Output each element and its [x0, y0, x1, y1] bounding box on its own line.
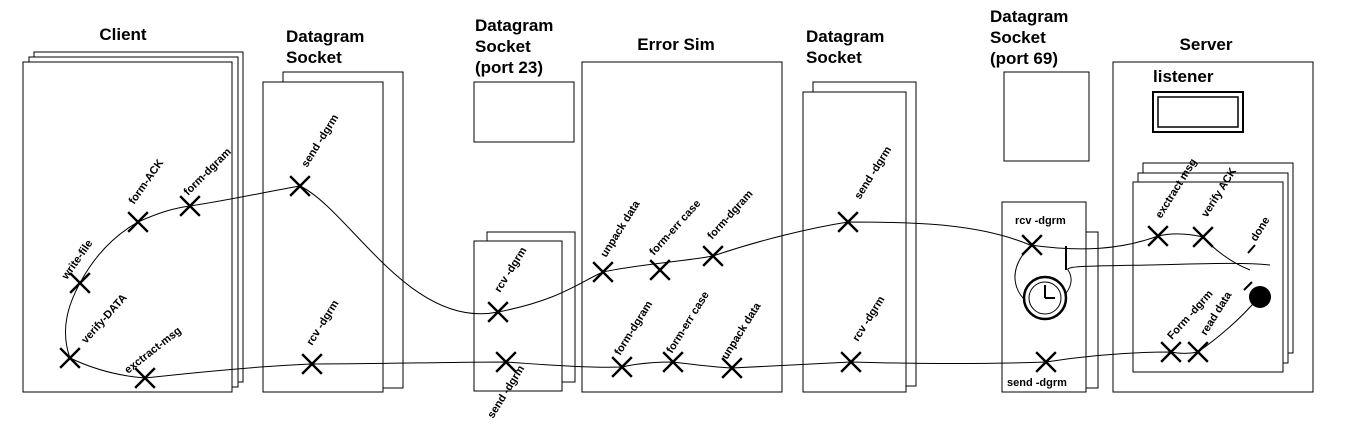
- x-mark-rcv-dgrm-client-socket: [301, 353, 323, 375]
- x-mark-send-dgrm-client-socket: [289, 175, 311, 197]
- client-box: [22, 51, 244, 393]
- listener-heading: listener: [1153, 67, 1214, 86]
- datagram-socket-port69-heading-line1: Datagram: [990, 7, 1068, 26]
- datagram-socket-port69-box: [1003, 71, 1090, 162]
- server-thread-box: [1132, 162, 1294, 373]
- listener-box: [1152, 91, 1244, 133]
- datagram-socket-client-heading-line2: Socket: [286, 48, 342, 67]
- datagram-socket-mid-heading-line1: Datagram: [806, 27, 884, 46]
- datagram-socket-mid-box: [802, 81, 917, 393]
- x-mark-rcv-dgrm-port69: [1021, 234, 1043, 256]
- x-mark-extract-msg-client: [134, 367, 156, 389]
- x-mark-form-ack: [127, 211, 149, 233]
- done-marker: [1247, 244, 1256, 254]
- x-mark-read-data: [1187, 341, 1209, 363]
- datagram-socket-mid-heading-line2: Socket: [806, 48, 862, 67]
- x-mark-form-dgram-top: [702, 245, 724, 267]
- x-mark-send-dgrm-mid: [837, 211, 859, 233]
- client-heading: Client: [99, 25, 147, 44]
- datagram-socket-port69-heading-line3: (port 69): [990, 49, 1058, 68]
- datagram-socket-port23-heading-line2: Socket: [475, 37, 531, 56]
- step-markers: [59, 175, 1214, 389]
- clock-icon: [1022, 275, 1068, 321]
- datagram-socket-port23-heading-line3: (port 23): [475, 58, 543, 77]
- error-sim-box: [581, 61, 783, 393]
- x-mark-form-dgram-client: [179, 195, 201, 217]
- x-mark-form-err-case-top: [649, 259, 671, 281]
- x-mark-send-dgrm-port23: [495, 351, 517, 373]
- response-flow-path: [69, 297, 1259, 379]
- filled-circle-icon: [1249, 286, 1271, 308]
- x-mark-form-err-case-bottom: [662, 351, 684, 373]
- rcv-dgrm-port69-label: rcv -dgrm: [1015, 215, 1066, 227]
- datagram-socket-client-box: [262, 71, 404, 393]
- read-data-marker: [1243, 281, 1253, 291]
- x-mark-verify-ack: [1192, 226, 1214, 248]
- x-mark-unpack-data-top: [592, 261, 614, 283]
- datagram-socket-port23-box: [473, 81, 575, 143]
- x-mark-verify-data: [59, 347, 81, 369]
- x-mark-send-dgrm-port69: [1035, 351, 1057, 373]
- x-mark-rcv-dgrm-mid: [840, 351, 862, 373]
- x-mark-form-dgram-bottom: [611, 356, 633, 378]
- datagram-socket-port69-heading-line2: Socket: [990, 28, 1046, 47]
- error-sim-heading: Error Sim: [637, 35, 714, 54]
- timer-loop-path: [1014, 244, 1271, 308]
- send-dgrm-port69-label: send -dgrm: [1007, 377, 1067, 389]
- x-mark-write-file: [69, 272, 91, 294]
- server-heading: Server: [1180, 35, 1233, 54]
- x-mark-form-dgrm-server: [1160, 341, 1182, 363]
- datagram-socket-client-heading-line1: Datagram: [286, 27, 364, 46]
- x-mark-rcv-dgrm-port23: [487, 301, 509, 323]
- datagram-socket-port23-heading-line1: Datagram: [475, 16, 553, 35]
- x-mark-unpack-data-bottom: [721, 357, 743, 379]
- x-mark-extract-msg-server: [1147, 225, 1169, 247]
